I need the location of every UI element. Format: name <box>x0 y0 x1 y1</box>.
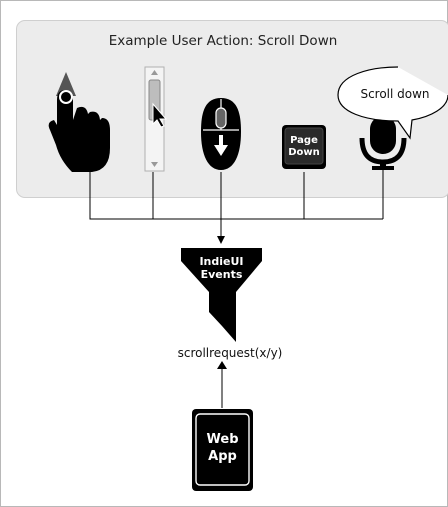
page-down-key-label: Page Down <box>288 135 320 158</box>
microphone-icon <box>359 116 407 170</box>
web-app-label: Web App <box>206 432 239 464</box>
indieui-funnel <box>181 248 262 342</box>
connector-hand <box>89 172 383 220</box>
mouse-wheel-icon <box>201 98 241 170</box>
scrollbar-icon <box>144 66 168 172</box>
web-app-device <box>192 409 253 491</box>
page-down-key-icon <box>282 125 326 169</box>
panel-title: Example User Action: Scroll Down <box>108 33 338 49</box>
speech-bubble-text: Scroll down <box>360 87 430 101</box>
arrow-into-funnel <box>217 236 225 244</box>
connector-lines <box>89 170 384 408</box>
funnel-label: IndieUI Events <box>199 255 244 281</box>
scrollrequest-label: scrollrequest(x/y) <box>177 346 283 360</box>
touch-swipe-icon <box>48 72 110 172</box>
speech-bubble-icon <box>337 66 448 140</box>
arrow-to-event <box>217 361 227 369</box>
